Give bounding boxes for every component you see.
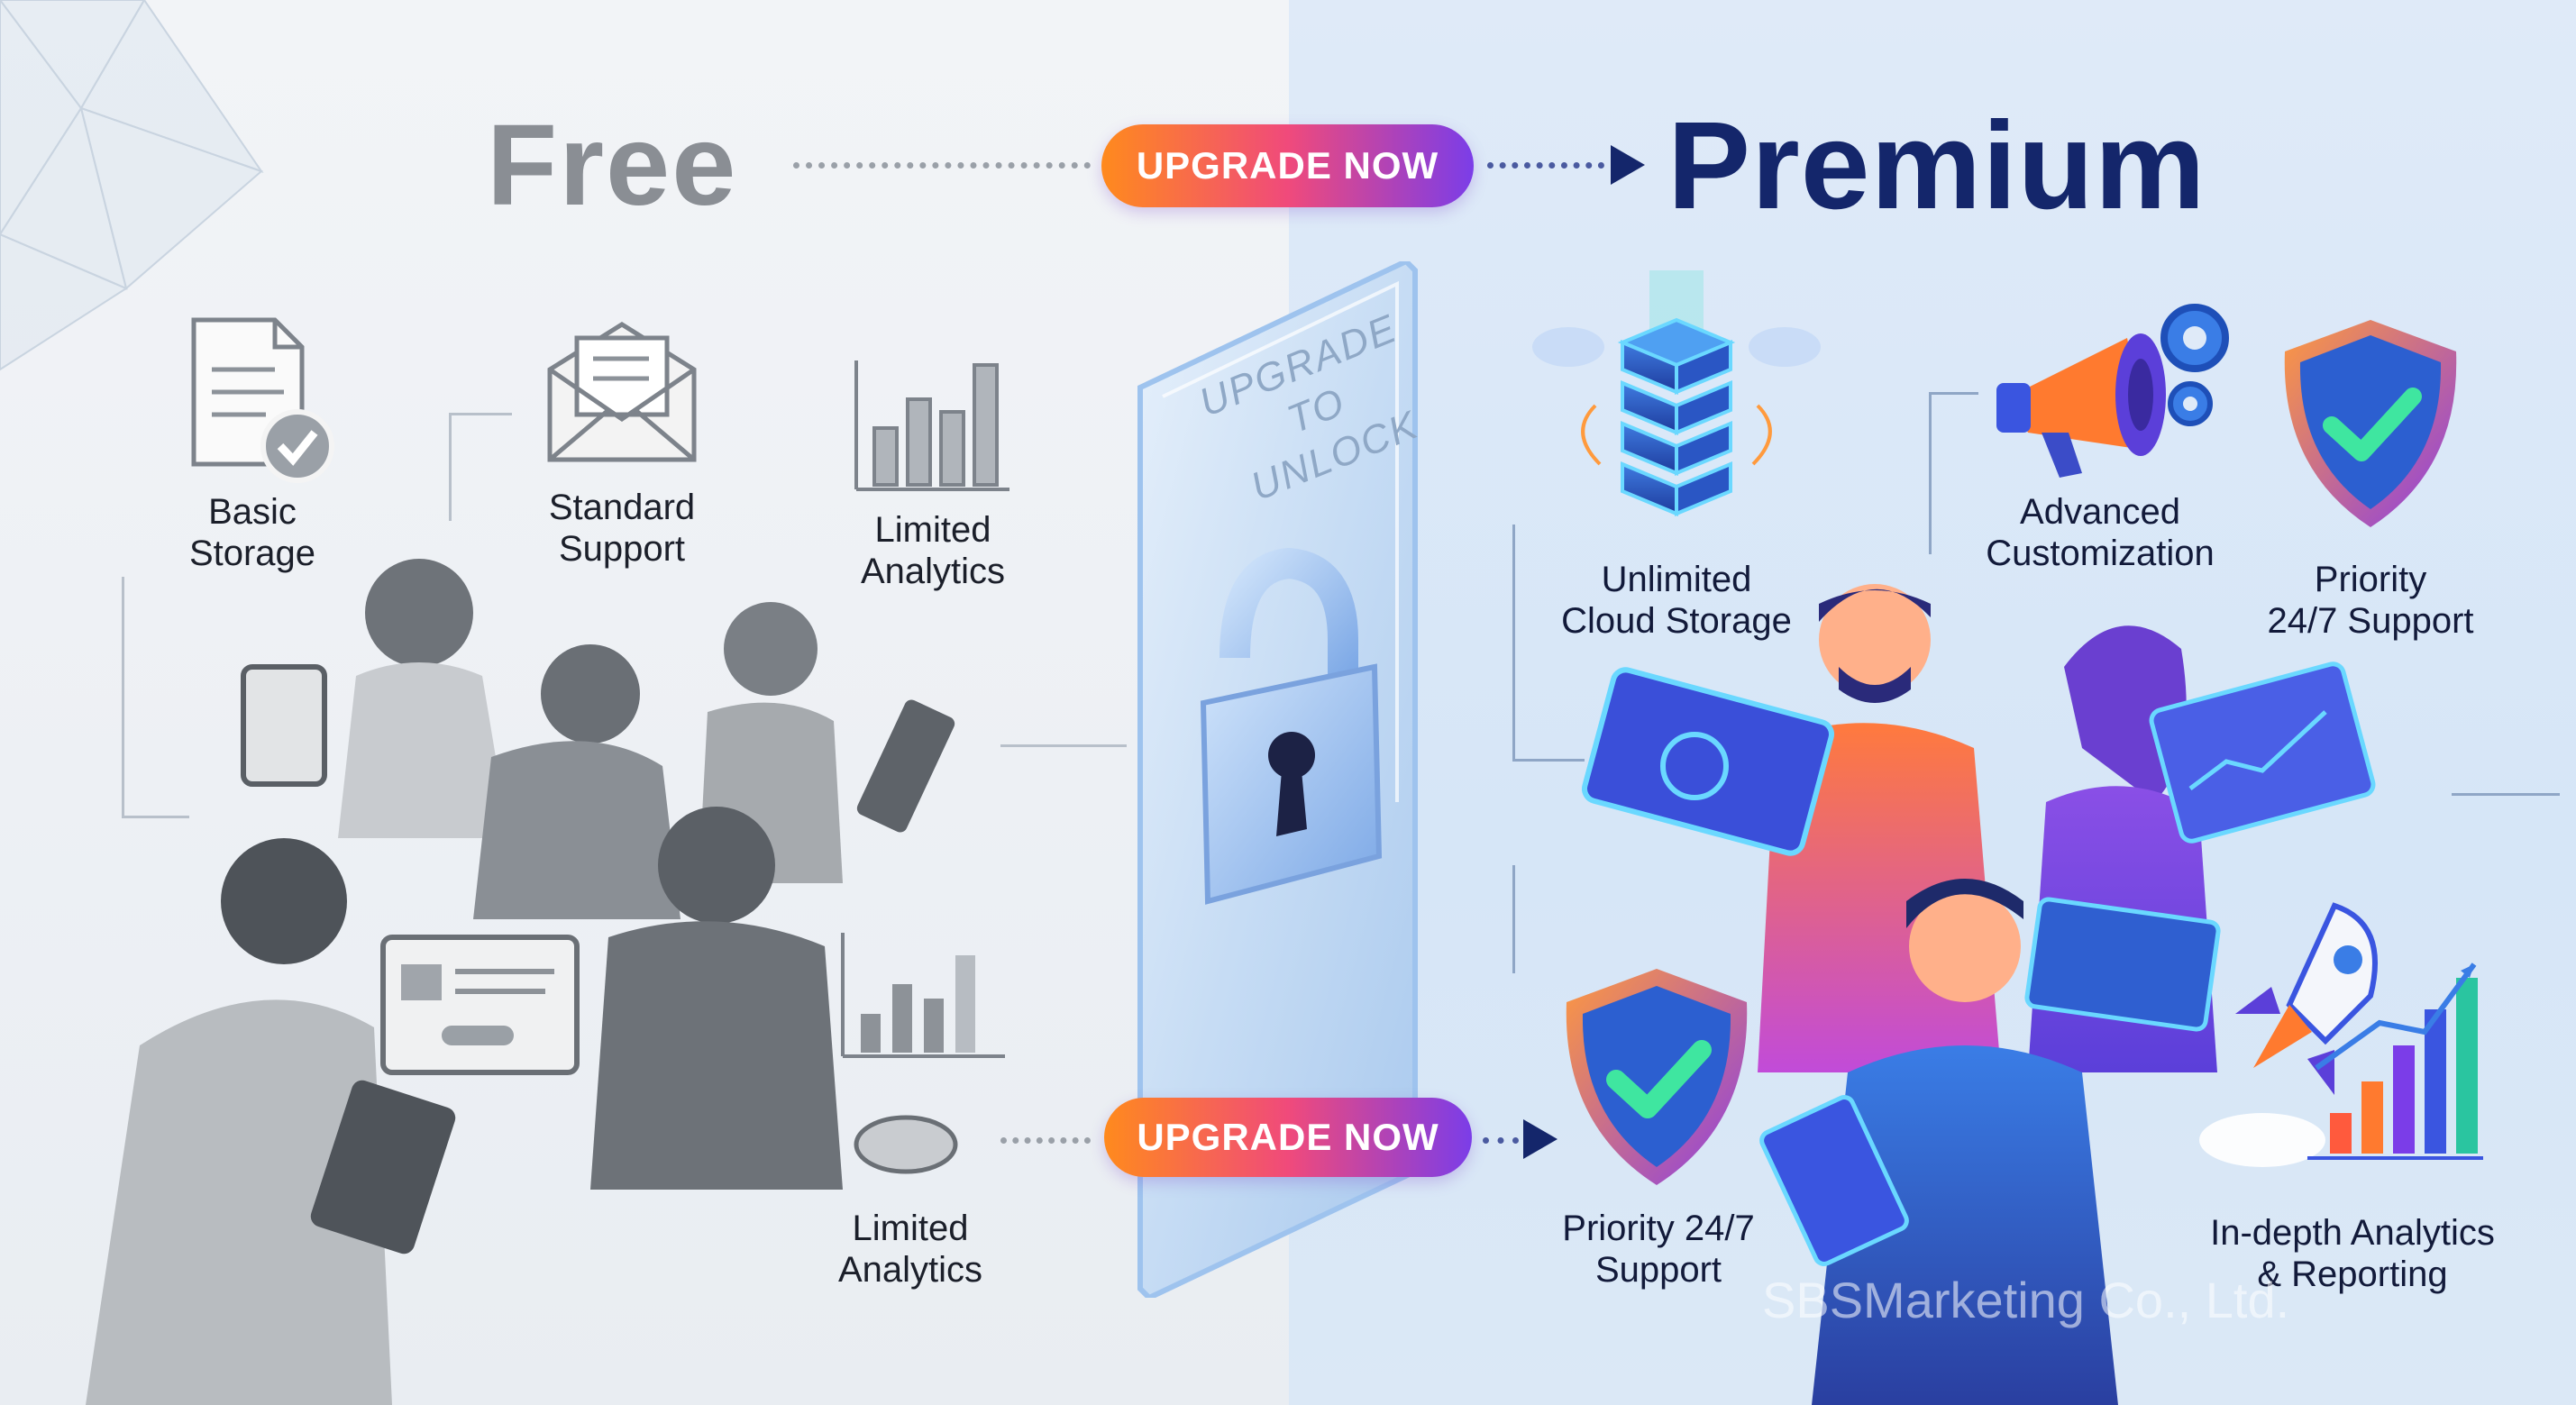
rocket-chart-icon [2199,902,2483,1167]
arrow-right-icon [1523,1119,1557,1159]
arrow-right-icon [1611,145,1645,185]
feature-label-standard-support: Standard Support [518,487,726,570]
upgrade-now-button-bottom[interactable]: UPGRADE NOW [1104,1098,1472,1177]
feature-label-line1: In-depth Analytics [2210,1213,2495,1253]
connector-line [449,413,512,415]
feature-label-line1: Standard [548,488,696,527]
feature-label-line2: Support [558,529,686,569]
feature-label-line1: Unlimited [1601,560,1752,599]
connector-line [1000,744,1127,747]
polygon-mesh-decoration [0,0,264,371]
feature-label-line2: Analytics [837,1250,983,1290]
connector-line [122,816,189,818]
connector-line [1512,759,1585,762]
free-users-illustration [86,559,958,1405]
dotted-connector-left [793,162,1091,169]
dotted-connector-bottom-left [1000,1137,1091,1144]
feature-label-line1: Priority [2314,560,2427,599]
feature-label-line1: Priority 24/7 [1562,1209,1755,1248]
feature-label-line2: Cloud Storage [1561,601,1792,641]
feature-label-unlimited-cloud-storage: Unlimited Cloud Storage [1532,559,1821,642]
megaphone-gear-icon [1996,304,2229,478]
feature-label-priority-support-bottom: Priority 24/7 Support [1514,1208,1803,1291]
document-check-icon [191,317,334,483]
connector-line [1929,392,1932,554]
shield-check-icon [2284,320,2457,527]
feature-label-limited-analytics-bottom: Limited Analytics [807,1208,1014,1291]
feature-label-line1: Limited [852,1209,969,1248]
feature-label-advanced-customization: Advanced Customization [1965,491,2235,574]
connector-line [1929,392,1978,395]
dotted-connector-right [1487,162,1604,169]
connector-line [1512,525,1515,759]
feature-label-line1: Advanced [2020,492,2180,532]
feature-label-limited-analytics-top: Limited Analytics [829,509,1037,592]
bar-chart-icon [841,933,1005,1058]
feature-label-line2: Storage [188,534,316,573]
free-tier-title: Free [487,101,738,230]
envelope-icon [547,322,697,462]
upgrade-now-button-top[interactable]: UPGRADE NOW [1101,124,1474,207]
feature-label-basic-storage: Basic Storage [153,491,352,574]
feature-label-line2: Customization [1986,534,2215,573]
premium-tier-title: Premium [1667,96,2206,235]
premium-users-illustration [1581,584,2376,1405]
feature-label-line1: Limited [874,510,991,550]
dotted-connector-bottom-right [1483,1137,1519,1144]
shield-check-icon [1566,969,1748,1185]
feature-label-line2: & Reporting [2257,1254,2448,1294]
bar-chart-icon [854,360,1009,491]
feature-label-line2: Analytics [860,552,1006,591]
connector-line [1512,865,1515,973]
feature-label-line1: Basic [208,492,297,532]
feature-label-line2: 24/7 Support [2267,601,2474,641]
feature-label-priority-support-top: Priority 24/7 Support [2235,559,2506,642]
connector-line [2452,793,2560,796]
watermark-text: SBSMarketing Co., Ltd. [1762,1272,2290,1328]
feature-label-line2: Support [1594,1250,1722,1290]
connector-line [449,413,452,521]
feature-label-in-depth-analytics: In-depth Analytics & Reporting [2190,1212,2515,1295]
connector-line [122,577,124,816]
server-stack-icon [1532,270,1821,516]
